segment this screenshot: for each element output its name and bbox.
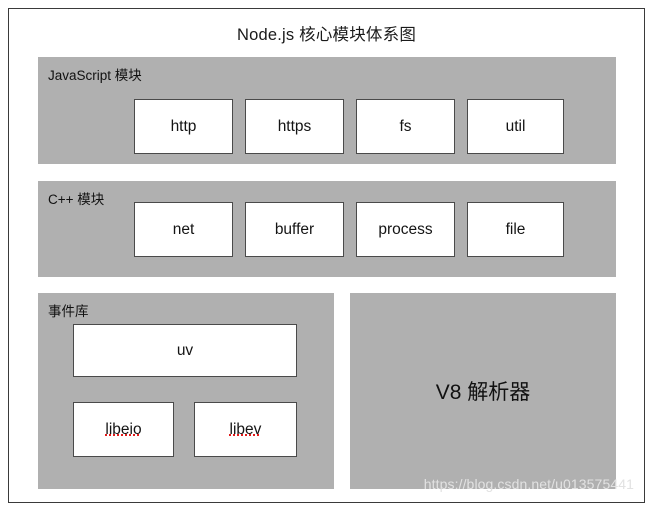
panel-javascript-modules: JavaScript 模块 http https fs util xyxy=(38,57,616,164)
module-box-net[interactable]: net xyxy=(134,202,233,257)
module-box-file[interactable]: file xyxy=(467,202,564,257)
module-box-fs[interactable]: fs xyxy=(356,99,455,154)
watermark-text: https://blog.csdn.net/u013575441 xyxy=(423,476,634,492)
module-box-libeio[interactable]: libeio xyxy=(73,402,174,457)
page-title: Node.js 核心模块体系图 xyxy=(236,26,417,44)
module-box-uv[interactable]: uv xyxy=(73,324,297,377)
panel-v8-engine: V8 解析器 xyxy=(350,293,616,489)
v8-engine-label: V8 解析器 xyxy=(435,381,531,404)
module-box-buffer[interactable]: buffer xyxy=(245,202,344,257)
module-box-libev[interactable]: libev xyxy=(194,402,297,457)
panel-label-event-library: 事件库 xyxy=(48,304,89,319)
panel-event-library: 事件库 uv libeio libev xyxy=(38,293,334,489)
module-box-process[interactable]: process xyxy=(356,202,455,257)
panel-label-cpp: C++ 模块 xyxy=(48,192,105,207)
module-box-https[interactable]: https xyxy=(245,99,344,154)
panel-cpp-modules: C++ 模块 net buffer process file xyxy=(38,181,616,277)
module-box-util[interactable]: util xyxy=(467,99,564,154)
diagram-frame: Node.js 核心模块体系图 JavaScript 模块 http https… xyxy=(8,8,645,503)
panel-label-javascript: JavaScript 模块 xyxy=(48,68,142,83)
module-box-http[interactable]: http xyxy=(134,99,233,154)
